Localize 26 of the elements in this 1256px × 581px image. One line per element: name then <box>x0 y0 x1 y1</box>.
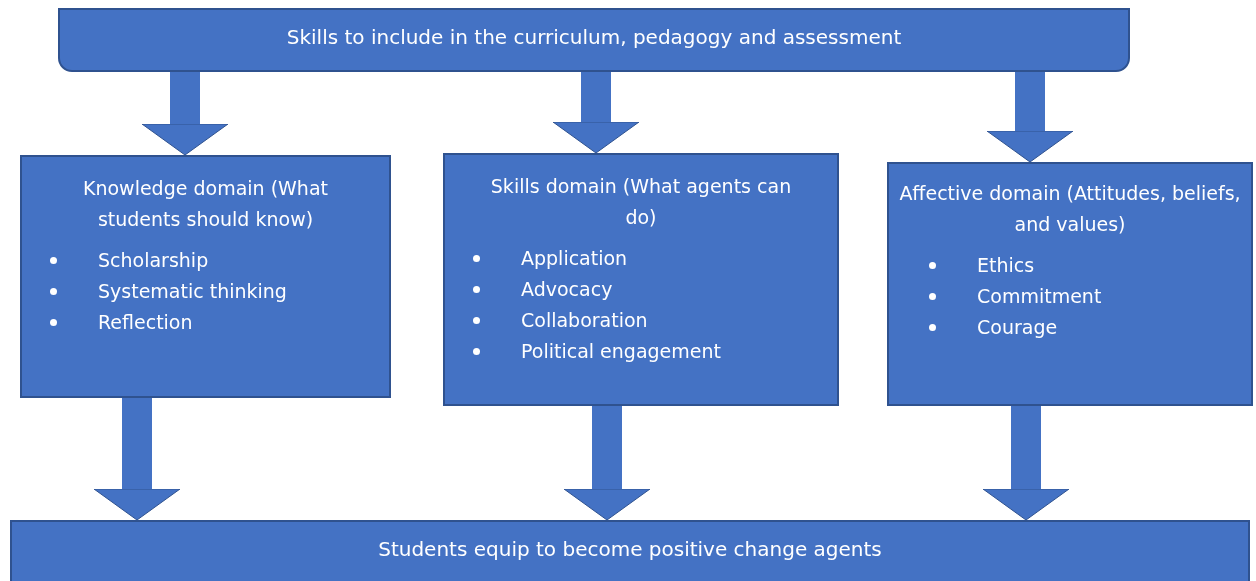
block-arrow <box>93 398 181 521</box>
heading: Affective domain (Attitudes, beliefs, and values) <box>899 181 1241 237</box>
heading: Skills to include in the curriculum, pedagogy and assessment <box>285 24 903 51</box>
block-arrow <box>563 406 651 521</box>
list-item: Systematic thinking <box>98 279 287 304</box>
list-item: Courage <box>977 315 1058 340</box>
banner-box <box>58 8 1130 72</box>
list-item: Commitment <box>977 284 1102 309</box>
heading: Skills domain (What agents can do) <box>489 174 793 230</box>
list-item: Ethics <box>977 253 1035 278</box>
heading: Students equip to become positive change agents <box>377 536 883 563</box>
block-arrow <box>552 72 640 154</box>
heading: Knowledge domain (What students should know) <box>82 176 329 232</box>
list-item: Application <box>521 246 628 271</box>
domain-box <box>443 153 839 406</box>
banner-box <box>10 520 1250 581</box>
list-item: Reflection <box>98 310 193 335</box>
list-item: Political engagement <box>521 339 721 364</box>
block-arrow <box>986 72 1074 163</box>
list-item: Collaboration <box>521 308 648 333</box>
domain-box <box>20 155 391 398</box>
block-arrow <box>141 72 229 156</box>
list-item: Advocacy <box>521 277 613 302</box>
block-arrow <box>982 406 1070 521</box>
domain-box <box>887 162 1253 406</box>
list-item: Scholarship <box>98 248 209 273</box>
